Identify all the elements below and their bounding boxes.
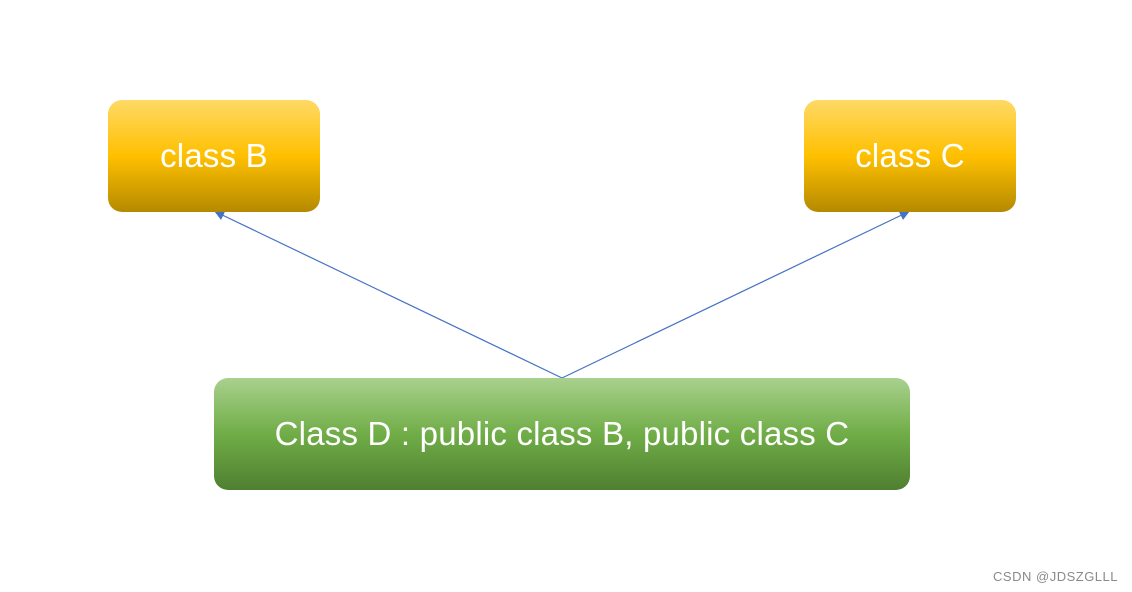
class-c-label: class C: [855, 137, 965, 174]
class-d-label: Class D : public class B, public class C: [274, 415, 850, 452]
arrow-d-to-c: [561, 210, 910, 379]
class-d-node: Class D : public class B, public class C: [214, 378, 910, 490]
class-b-node: class B: [108, 100, 320, 212]
class-c-node: class C: [804, 100, 1016, 212]
arrow-d-to-b: [214, 210, 563, 379]
class-b-label: class B: [160, 137, 268, 174]
watermark: CSDN @JDSZGLLL: [993, 569, 1118, 584]
